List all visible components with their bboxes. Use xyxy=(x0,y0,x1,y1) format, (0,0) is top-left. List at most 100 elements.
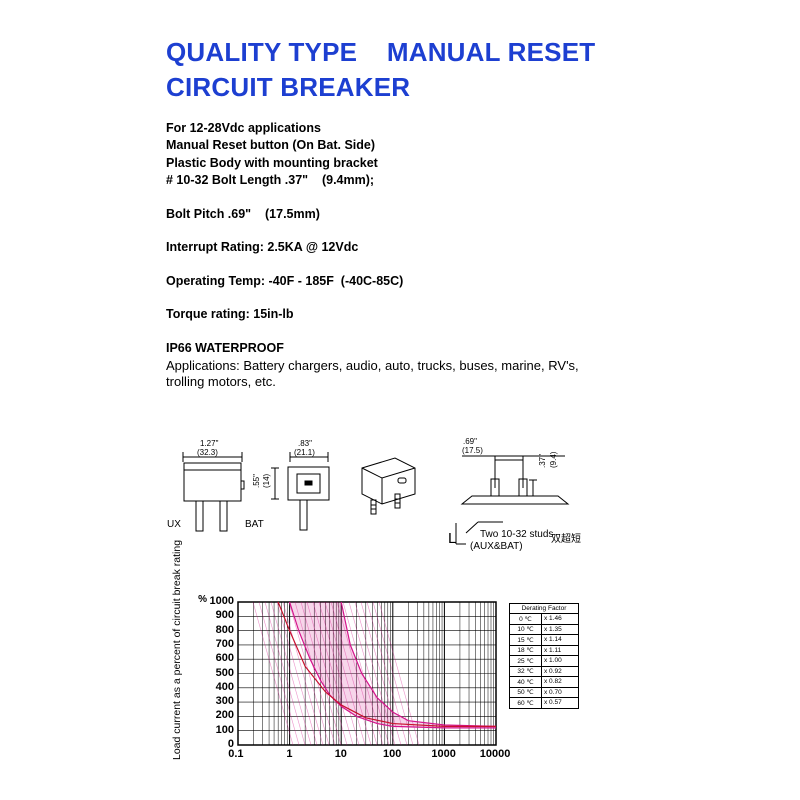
iso-view-drawing xyxy=(361,457,416,515)
trip-band-hatch xyxy=(300,601,342,746)
derating-temp: 60 ℃ xyxy=(509,697,542,709)
stud-view-drawing xyxy=(455,455,570,545)
y-axis-label: Load current as a percent of circuit bre… xyxy=(171,539,183,760)
cjk-note: 双超短 xyxy=(551,534,581,545)
derating-temp: 25 ℃ xyxy=(509,655,542,667)
derating-temp: 15 ℃ xyxy=(509,634,542,646)
trip-band-hatch xyxy=(264,601,306,746)
page-title-line-2: CIRCUIT BREAKER xyxy=(166,72,411,102)
derating-factor: x 0.82 xyxy=(541,676,579,688)
trip-band-hatch xyxy=(294,601,336,746)
y-tick-label: 300 xyxy=(215,695,234,708)
dim-pitch-mm: (17.5) xyxy=(462,446,483,455)
derating-factor: x 1.35 xyxy=(541,623,579,635)
y-tick-label: 500 xyxy=(215,666,234,679)
dim-width-mm: (32.3) xyxy=(197,448,218,457)
trip-band-hatch xyxy=(252,601,294,746)
spec-body: Plastic Body with mounting bracket xyxy=(166,156,378,170)
trip-band-hatch xyxy=(318,601,360,746)
series-line-1 xyxy=(289,601,496,729)
spec-waterproof: IP66 WATERPROOF xyxy=(166,341,284,355)
x-tick-label: 10000 xyxy=(479,748,511,760)
dim-pitch-in: .69" xyxy=(463,437,477,446)
x-tick-label: 100 xyxy=(383,748,402,760)
spec-operating-temp: Operating Temp: -40F - 185F (-40C-85C) xyxy=(166,274,404,288)
page-title-line-1: QUALITY TYPE MANUAL RESET xyxy=(166,37,596,67)
spec-bolt-length: # 10-32 Bolt Length .37" (9.4mm); xyxy=(166,173,375,187)
trip-band-hatch xyxy=(306,601,348,746)
trip-band-hatch xyxy=(270,601,312,746)
trip-band-hatch xyxy=(324,601,366,746)
derating-factor: x 1.46 xyxy=(541,613,579,625)
series-line-2 xyxy=(340,601,497,728)
y-tick-label: 600 xyxy=(215,652,234,665)
applications-text: Applications: Battery chargers, audio, a… xyxy=(166,358,579,389)
side-view-drawing xyxy=(271,452,330,531)
aux-terminal-label: UX xyxy=(167,519,181,530)
spec-voltage: For 12-28Vdc applications xyxy=(166,121,321,135)
view-l-mark: L xyxy=(448,530,457,547)
derating-factor: x 1.14 xyxy=(541,634,579,646)
trip-band-hatch xyxy=(360,601,402,746)
x-tick-label: 10 xyxy=(334,748,347,760)
spec-interrupt-rating: Interrupt Rating: 2.5KA @ 12Vdc xyxy=(166,240,359,254)
trip-band-hatch xyxy=(330,601,372,746)
derating-table-title: Derating Factor xyxy=(509,603,579,613)
derating-factor: x 1.11 xyxy=(541,644,579,656)
trip-band-hatch xyxy=(282,601,324,746)
derating-factor: x 1.00 xyxy=(541,655,579,667)
trip-band-hatch xyxy=(354,601,396,746)
y-tick-label: 800 xyxy=(215,623,234,636)
spec-reset-button: Manual Reset button (On Bat. Side) xyxy=(166,138,376,152)
derating-factor: x 0.92 xyxy=(541,665,579,677)
y-tick-label: 0 xyxy=(227,738,234,750)
derating-temp: 0 ℃ xyxy=(509,613,542,625)
y-tick-label: 100 xyxy=(215,723,234,736)
y-tick-label: 900 xyxy=(215,609,234,622)
trip-band-hatch xyxy=(276,601,318,746)
derating-temp: 50 ℃ xyxy=(509,686,542,698)
trip-band-hatch xyxy=(366,601,408,746)
spec-torque: Torque rating: 15in-lb xyxy=(166,307,294,321)
studs-note-line-1: Two 10-32 studs xyxy=(480,529,554,540)
y-tick-label: 400 xyxy=(215,680,234,693)
x-tick-label: 0.1 xyxy=(228,748,244,760)
spec-bolt-pitch: Bolt Pitch .69" (17.5mm) xyxy=(166,207,320,221)
front-view-drawing xyxy=(182,452,245,532)
derating-temp: 10 ℃ xyxy=(509,623,542,635)
x-tick-label: 1 xyxy=(286,748,293,760)
derating-temp: 40 ℃ xyxy=(509,676,542,688)
x-tick-label: 1000 xyxy=(431,748,456,760)
derating-temp: 18 ℃ xyxy=(509,644,542,656)
trip-band-hatch xyxy=(258,601,300,746)
dim-width-in: 1.27" xyxy=(200,439,219,448)
derating-factor: x 0.57 xyxy=(541,697,579,709)
y-tick-label: 200 xyxy=(215,709,234,722)
dim-depth-in: .83" xyxy=(298,439,312,448)
derating-temp: 32 ℃ xyxy=(509,665,542,677)
dim-depth-mm: (21.1) xyxy=(294,448,315,457)
trip-band-hatch xyxy=(312,601,354,746)
bat-terminal-label: BAT xyxy=(245,519,264,530)
y-unit-label: % xyxy=(198,594,207,605)
y-tick-label: 700 xyxy=(215,637,234,650)
derating-factor: x 0.70 xyxy=(541,686,579,698)
series-line-3 xyxy=(277,601,496,728)
studs-note-line-2: (AUX&BAT) xyxy=(470,541,523,552)
trip-band-hatch xyxy=(288,601,330,746)
y-tick-label: 1000 xyxy=(209,595,234,607)
trip-band-hatch xyxy=(372,601,414,746)
trip-band-hatch xyxy=(342,601,384,746)
